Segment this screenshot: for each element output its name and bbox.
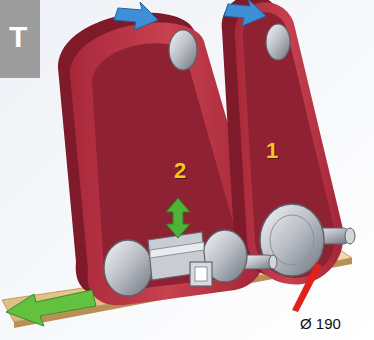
workpiece-profile <box>150 242 204 258</box>
belt-inner <box>243 12 336 278</box>
top-roller <box>169 30 197 70</box>
belt-direction-arrow <box>224 0 266 26</box>
shaft-end <box>345 228 355 244</box>
top-roller <box>266 24 290 60</box>
callout-number: 2 <box>174 160 186 182</box>
bottom-roller <box>104 240 152 296</box>
workpiece-tube <box>190 262 212 286</box>
feed-direction-arrow <box>6 290 96 326</box>
workpiece-tube <box>195 267 207 281</box>
shaft-end <box>269 255 277 269</box>
dimension-label: Ø 190 <box>300 316 341 331</box>
callout-number: 1 <box>266 140 278 162</box>
section-letter: T <box>9 22 27 52</box>
feed-pressure-arrow <box>166 198 190 238</box>
belt-direction-arrow <box>114 2 158 30</box>
leader-line <box>292 262 322 312</box>
section-tab <box>0 0 40 78</box>
workpiece-profile <box>148 232 206 280</box>
